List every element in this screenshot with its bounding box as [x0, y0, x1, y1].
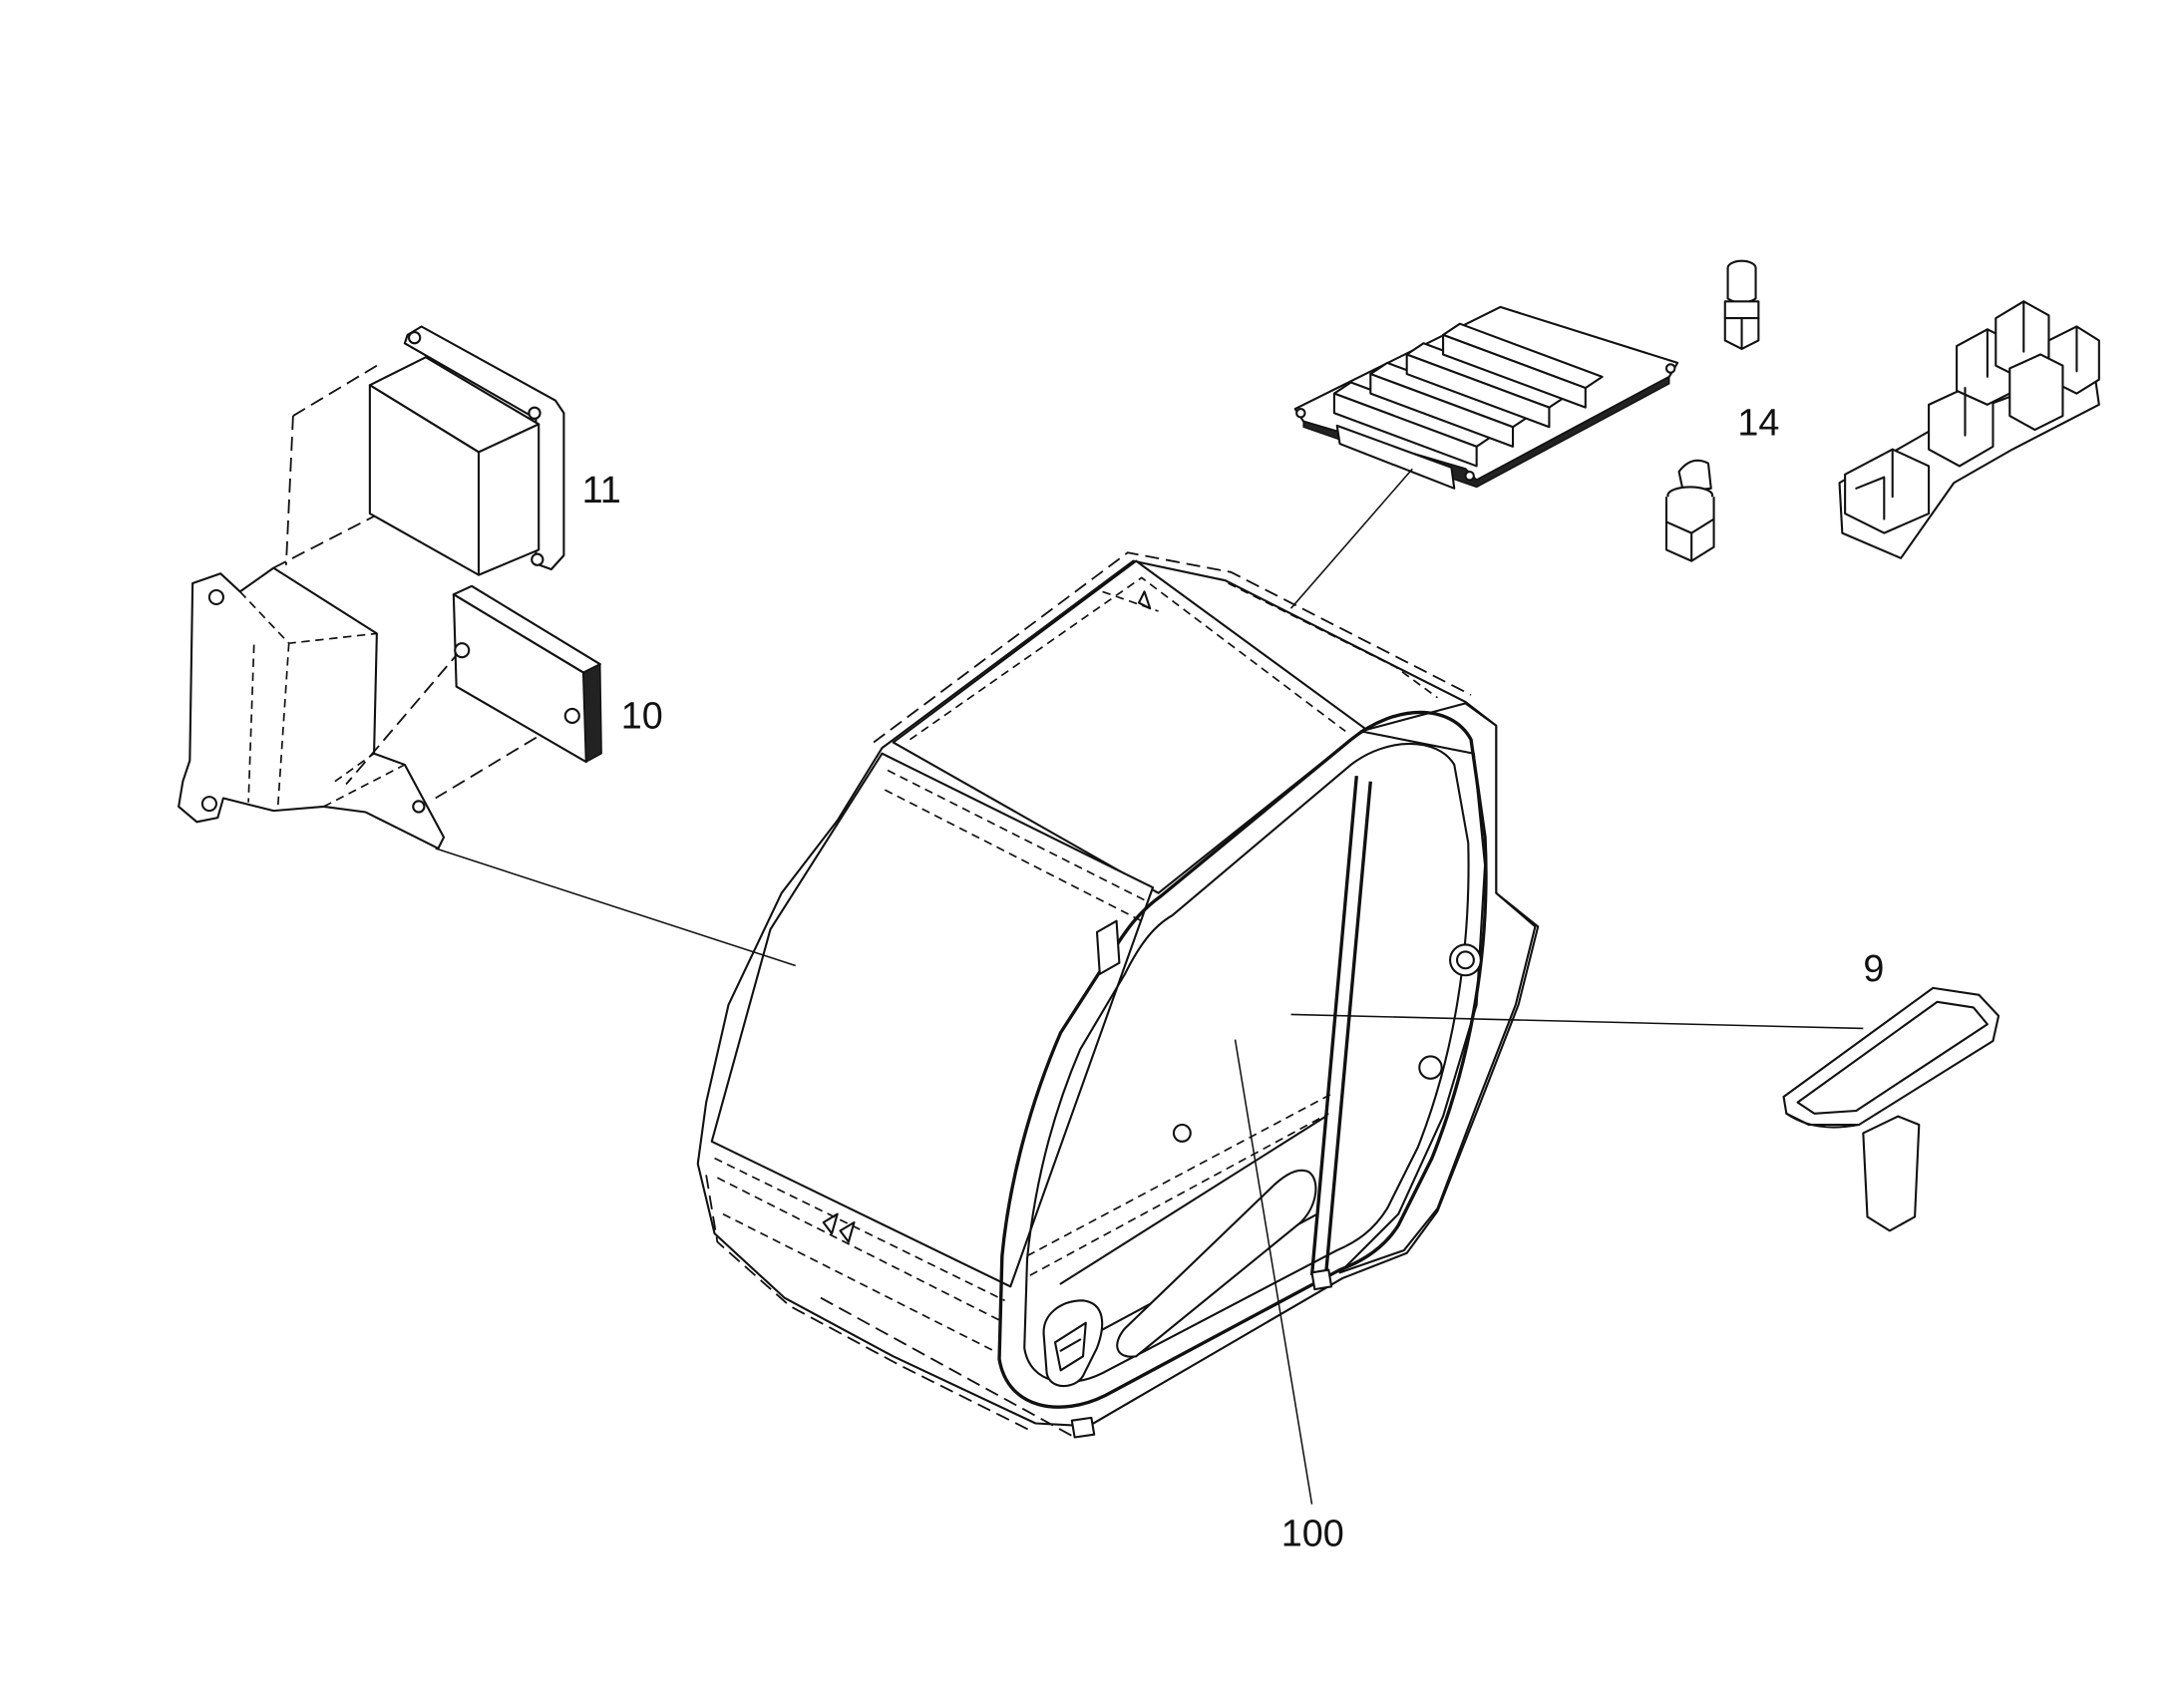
board-hole-left [1295, 408, 1306, 419]
plate-edge [582, 663, 602, 764]
assembly-line-ecu-top [292, 364, 378, 417]
relay-strip-3-side [1405, 353, 1551, 429]
relay-strip-4-side [1442, 333, 1587, 409]
armrest-pad [1782, 986, 2000, 1127]
armrest-9 [1782, 986, 2000, 1232]
push-switch [1723, 259, 1760, 350]
relay-board [1293, 305, 1679, 490]
callout-11: 11 [582, 470, 621, 512]
leader-lines [435, 468, 1864, 1505]
relay-strip-2 [1369, 361, 1531, 448]
relay-block-detail [1855, 300, 2078, 520]
callout-14: 14 [1737, 403, 1779, 445]
cab-body-hidden-edge [705, 551, 1472, 1439]
callout-9: 9 [1863, 948, 1884, 990]
rotary-housing [1664, 497, 1715, 562]
plate-screw-left [454, 642, 471, 659]
board-hole-right [1664, 363, 1676, 374]
bracket-hole-tab [412, 800, 426, 814]
leader-armrest [1290, 1013, 1864, 1030]
relay-strip-1-side [1332, 392, 1478, 468]
callout-10: 10 [621, 696, 663, 738]
board-edge [1302, 375, 1670, 489]
leader-cab [1234, 1039, 1313, 1505]
cab-left-panel [710, 752, 1155, 1288]
cover-plate-10 [452, 584, 602, 764]
bracket-front-face-lines [239, 590, 406, 810]
cab-roof-antenna [1137, 590, 1152, 610]
plate-screw-right [563, 707, 580, 724]
bracket-hole-top [207, 588, 224, 606]
mounting-bracket [178, 566, 446, 850]
door-handle [1053, 1321, 1087, 1372]
assembly-line-plate-left [345, 649, 462, 786]
cab-foot-rear [1310, 1268, 1333, 1291]
ecu-side-face [477, 423, 541, 576]
board-hole-bottom [1464, 470, 1475, 482]
board-connector [1335, 424, 1456, 490]
cab-roof-bracket [1095, 919, 1121, 975]
relay-strip-2-side [1369, 373, 1515, 448]
cab-door-frame-outer [997, 710, 1488, 1409]
rotary-housing-detail [1664, 517, 1715, 562]
leader-bracket [435, 848, 796, 967]
relay-block-module-6 [2008, 353, 2064, 432]
leader-relay-board [1289, 468, 1413, 609]
rotary-switch [1664, 459, 1715, 562]
cab-side-knob [1449, 943, 1482, 977]
switch-cap-body [1726, 267, 1757, 304]
control-unit-11 [368, 325, 565, 576]
armrest-pad-edge [1785, 1112, 1861, 1129]
bracket-hole-bottom [200, 796, 217, 813]
relay-strip-3 [1405, 342, 1568, 429]
ecu-flange [403, 325, 565, 571]
bracket-outline [178, 566, 446, 850]
cab-foot-front [1070, 1416, 1096, 1439]
relay-block [1838, 300, 2100, 559]
assembly-line-ecu-bottom [272, 515, 375, 569]
cab-door-armrest [1116, 1169, 1317, 1358]
cab-step-markers [822, 1212, 856, 1243]
assembly-line-ecu-left [284, 416, 294, 565]
ecu-stud-top-right [528, 406, 542, 420]
armrest-pad-contour [1796, 1000, 1989, 1115]
cab-left-panel-top-bar [884, 769, 1148, 922]
switch-housing-detail [1723, 317, 1760, 350]
armrest-post [1862, 1115, 1921, 1232]
ecu-stud-top-left [408, 331, 422, 345]
cab-left-panel-bottom-bar [714, 1157, 1006, 1352]
relay-strip-4 [1442, 322, 1604, 409]
callout-100: 100 [1281, 1514, 1344, 1555]
operator-cab-100 [696, 551, 1540, 1439]
relay-strip-1 [1332, 381, 1495, 468]
ecu-stud-bottom-right [531, 552, 545, 566]
rotary-knob [1677, 459, 1712, 493]
cab-door-bolt [1172, 1123, 1192, 1143]
cab-door-frame-inner [1023, 742, 1470, 1384]
cab-side-plug [1418, 1055, 1443, 1080]
cab-side-knob-inner [1456, 950, 1475, 970]
cab-door-lower-trim [1026, 1093, 1332, 1276]
